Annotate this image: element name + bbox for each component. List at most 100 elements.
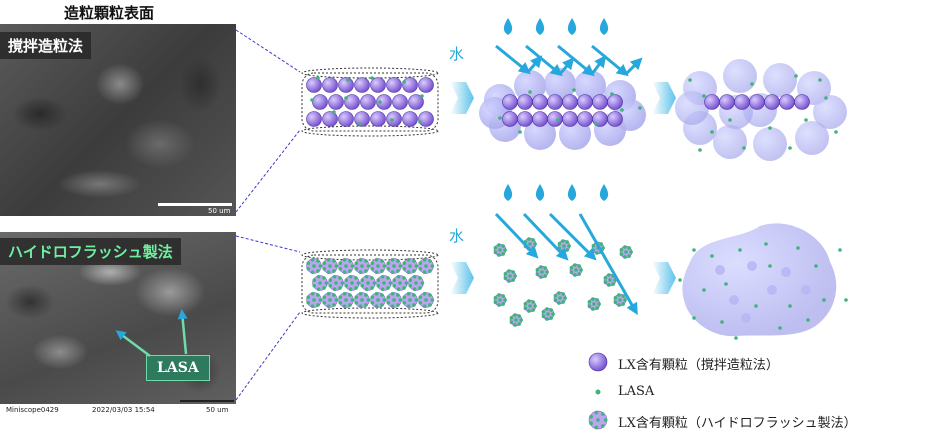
lasa-dot [754, 304, 758, 308]
lasa-dot [517, 314, 521, 318]
lasa-dot [398, 298, 403, 302]
lasa-dot [594, 122, 598, 126]
lasa-dot [507, 279, 511, 283]
lasa-dot [364, 269, 368, 273]
lasa-dot [528, 304, 532, 308]
lx-particle [719, 94, 735, 110]
lx-particle [322, 111, 338, 127]
lasa-dot [514, 318, 518, 322]
lasa-dot [794, 74, 798, 78]
lasa-dot [418, 276, 422, 280]
lasa-dot [322, 276, 326, 280]
lasa-dot [531, 308, 535, 312]
lasa-dot [406, 257, 411, 262]
lasa-dot [541, 314, 546, 319]
lx-particle [562, 94, 578, 110]
lasa-dot [804, 118, 808, 122]
lasa-dot [364, 259, 368, 263]
lasa-dot [332, 269, 336, 273]
lasa-dot [692, 248, 696, 252]
water-drop-icon [503, 184, 513, 201]
lasa-dot [370, 276, 374, 280]
lx-particle [306, 77, 322, 93]
lasa-dot [402, 80, 406, 84]
scale-bar [180, 400, 234, 402]
lx-particle [354, 111, 370, 127]
dispersed-haze [675, 91, 709, 125]
lasa-dot [535, 267, 540, 272]
lasa-dot [844, 298, 848, 302]
lx-particle [517, 111, 533, 127]
water-drop-icon [567, 184, 577, 201]
lasa-dot [528, 242, 532, 246]
lasa-dot [392, 264, 396, 268]
lasa-dot [374, 304, 379, 309]
lx-particle [328, 94, 344, 110]
lasa-dot [734, 336, 738, 340]
lx-particle [408, 94, 424, 110]
lasa-dot [710, 130, 714, 134]
lasa-dot [501, 244, 505, 248]
swelling-haze [614, 99, 646, 131]
lasa-dot [623, 245, 627, 249]
lasa-dot [513, 274, 517, 278]
lasa-dot [750, 82, 754, 86]
process-arrow-icon [652, 262, 676, 294]
lasa-dot [818, 78, 822, 82]
lasa-dot [742, 146, 746, 150]
lasa-dot [318, 298, 323, 302]
lasa-dot [350, 281, 354, 285]
lasa-dot [493, 295, 498, 300]
lasa-dot [370, 261, 375, 266]
lasa-dot [497, 303, 501, 307]
lasa-dot [509, 320, 514, 325]
lasa-dot [608, 278, 612, 282]
lasa-dot [354, 261, 359, 266]
lasa-dot [354, 276, 358, 280]
lasa-dot [543, 274, 547, 278]
lasa-dot [348, 259, 352, 263]
zoom-guide-line [235, 29, 301, 73]
dissolved-particle [715, 265, 725, 275]
lasa-dot [396, 269, 400, 273]
lasa-dot [621, 302, 625, 306]
callout-arrow [115, 330, 151, 357]
lasa-dot [528, 90, 532, 94]
lasa-dot [511, 278, 515, 282]
lasa-dot [603, 275, 608, 280]
lasa-dot [577, 264, 581, 268]
lasa-dot [591, 248, 596, 253]
lasa-dot [724, 282, 728, 286]
lasa-dot [591, 297, 595, 301]
green-dot-icon [595, 389, 601, 395]
lasa-dot [601, 246, 605, 250]
lx-particle [386, 77, 402, 93]
lasa-dot [322, 266, 327, 271]
lx-particle [607, 94, 623, 110]
lasa-dot [406, 270, 411, 275]
lx-particle [577, 94, 593, 110]
lasa-dot [596, 418, 600, 422]
lasa-dot [428, 259, 432, 263]
lasa-dot [498, 298, 502, 302]
water-label-bottom: 水 [449, 227, 465, 245]
lasa-dot [420, 281, 425, 285]
lasa-dot [398, 281, 402, 285]
lasa-dot [430, 298, 435, 302]
lasa-dot [501, 294, 505, 298]
lasa-dot [728, 118, 732, 122]
lasa-dot [310, 270, 315, 275]
lasa-dot [579, 268, 583, 272]
lasa-dot [540, 270, 544, 274]
water-drop-icon [599, 184, 609, 201]
lasa-dot [386, 300, 391, 305]
lx-particle [592, 94, 608, 110]
lx-particle [402, 111, 418, 127]
lasa-dot [318, 264, 323, 268]
lasa-dot [386, 276, 390, 280]
water-arrow [591, 44, 629, 77]
lasa-dot [406, 304, 411, 309]
lasa-dot [350, 298, 355, 302]
lasa-dot [424, 298, 428, 302]
lasa-dot [611, 282, 615, 286]
